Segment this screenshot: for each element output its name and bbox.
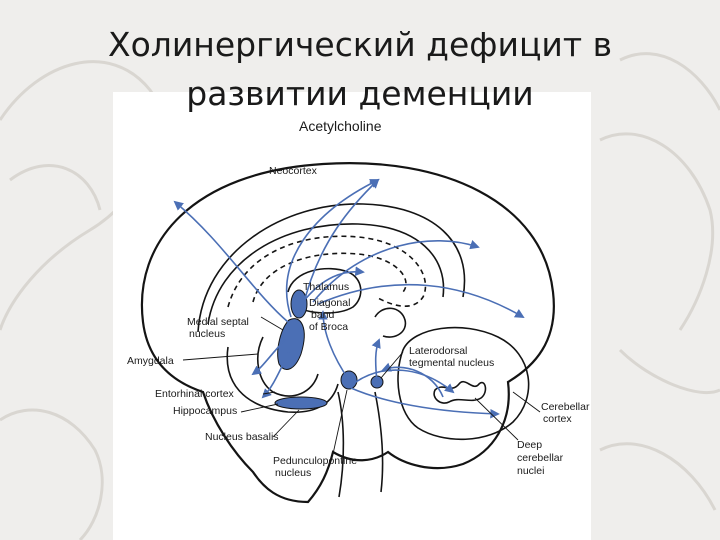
label-thalamus: Thalamus [303, 281, 349, 293]
leader-line [332, 389, 348, 455]
temporal-lobe-contour [226, 346, 339, 413]
medial-septal-nucleus [277, 318, 305, 370]
projection-path [302, 266, 365, 303]
label-medial-septal-1: Medial septal [187, 316, 249, 328]
cerebellum-outline [397, 326, 530, 441]
leader-line [474, 397, 519, 441]
projection-path [350, 387, 500, 419]
leader-line [260, 316, 284, 331]
leader-line [240, 403, 279, 413]
deep-cerebellar-nuclei-shape [433, 380, 487, 404]
slide-title-line-1: Холинергический дефицит в [107, 25, 613, 64]
label-cerebellar-cortex-2: cortex [543, 413, 572, 425]
label-entorhinal-cortex: Entorhinal cortex [155, 388, 235, 400]
leader-line [262, 391, 276, 395]
brain-cholinergic-diagram: Acetylcholine Neocortex Thalamus Diagona… [127, 118, 590, 504]
pineal-contour [374, 307, 407, 338]
nucleus-basalis [274, 396, 328, 410]
label-neocortex: Neocortex [269, 165, 318, 177]
projection-path [317, 283, 525, 318]
label-medial-septal-2: nucleus [189, 328, 225, 340]
brainstem-contour-right [374, 391, 384, 493]
label-pedunculopontine-1: Pedunculopontine [273, 455, 357, 467]
slide-title: Холинергический дефицит в развитии демен… [0, 20, 720, 118]
label-cerebellar-cortex-1: Cerebellar [541, 401, 590, 413]
projection-path [312, 240, 480, 303]
corpus-callosum-outer [197, 203, 466, 333]
fornix-dashed-outer [227, 235, 427, 308]
label-deep-cerebellar-2: cerebellar [517, 452, 564, 464]
label-deep-cerebellar-3: nuclei [517, 465, 544, 477]
label-acetylcholine: Acetylcholine [299, 118, 382, 134]
label-laterodorsal-1: Laterodorsal [409, 345, 467, 357]
projection-path [285, 179, 380, 318]
figure-panel: Acetylcholine Neocortex Thalamus Diagona… [113, 92, 591, 540]
label-laterodorsal-2: tegmental nucleus [409, 357, 494, 369]
diagonal-band-nucleus [290, 289, 308, 319]
brainstem-contour-left [337, 391, 345, 498]
projection-path [261, 351, 290, 399]
label-pedunculopontine-2: nucleus [275, 467, 311, 479]
label-amygdala: Amygdala [127, 355, 174, 367]
projection-path [251, 339, 286, 376]
brain-outline [140, 162, 555, 504]
leader-line [182, 353, 259, 361]
leader-line [380, 351, 404, 379]
leader-line [272, 409, 300, 438]
fornix-dashed-inner [252, 252, 407, 303]
label-hippocampus: Hippocampus [173, 405, 237, 417]
slide-title-line-2: развитии деменции [186, 74, 534, 113]
corpus-callosum-inner [207, 223, 445, 325]
projection-path [318, 310, 350, 381]
leader-line [512, 391, 541, 413]
label-deep-cerebellar-1: Deep [517, 439, 542, 451]
label-diagonal-band-3: of Broca [309, 321, 348, 333]
projection-path [371, 338, 381, 383]
label-diagonal-band-1: Diagonal [309, 297, 350, 309]
projection-path [302, 178, 380, 308]
projection-path [352, 369, 455, 394]
label-diagonal-band-2: band [311, 309, 335, 321]
projection-path [173, 200, 289, 323]
label-nucleus-basalis: Nucleus basalis [205, 431, 279, 443]
